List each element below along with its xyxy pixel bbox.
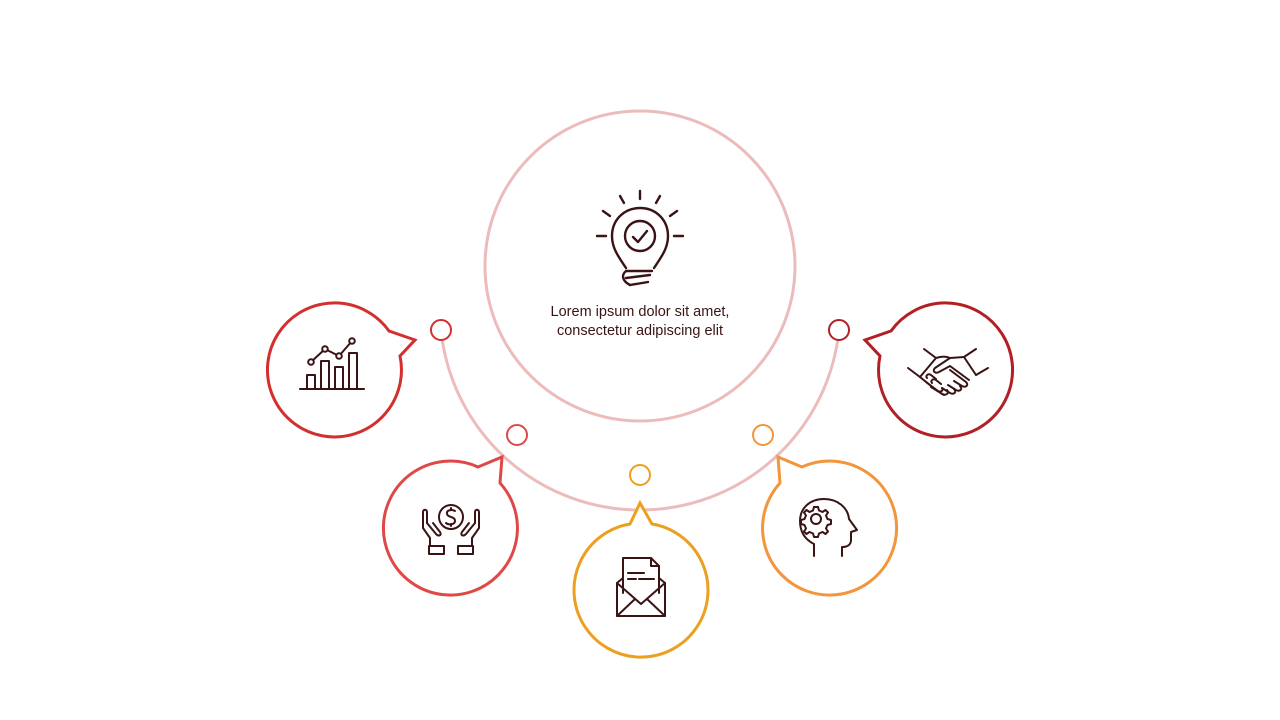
- bubble-chart: [265, 301, 418, 439]
- head-gear-icon: [799, 498, 858, 557]
- hands-dollar-icon: [422, 504, 480, 555]
- lightbulb-check-icon: [595, 189, 685, 287]
- bar-chart-icon: [299, 337, 365, 390]
- arc-dot-money: [506, 424, 528, 446]
- arc-dot-mail: [629, 464, 651, 486]
- bubble-idea: [761, 454, 899, 597]
- bubble-partner: [862, 301, 1015, 439]
- arc-dot-partner: [828, 319, 850, 341]
- arc-dot-idea: [752, 424, 774, 446]
- center-description: Lorem ipsum dolor sit amet, consectetur …: [550, 304, 730, 339]
- handshake-icon: [907, 348, 989, 396]
- envelope-document-icon: [616, 557, 666, 617]
- bubble-mail: [572, 499, 710, 659]
- center-circle: [483, 109, 797, 423]
- arc-dot-chart: [430, 319, 452, 341]
